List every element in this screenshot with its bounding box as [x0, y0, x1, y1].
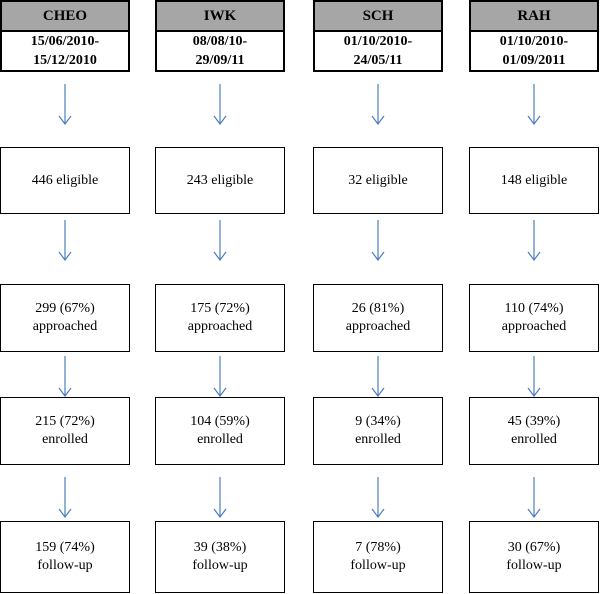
- followup-count: 7 (78%): [355, 540, 401, 555]
- approached-box: 175 (72%) approached: [155, 284, 285, 352]
- followup-box: 30 (67%) follow-up: [469, 521, 599, 593]
- followup-label: follow-up: [192, 558, 248, 573]
- date-end: 24/05/11: [353, 53, 403, 68]
- site-name-header: SCH: [313, 0, 443, 32]
- flow-arrow: [58, 477, 72, 518]
- approached-label: approached: [501, 319, 567, 334]
- flow-arrow: [527, 477, 541, 518]
- followup-label: follow-up: [506, 558, 562, 573]
- date-start: 08/08/10-: [192, 34, 248, 49]
- approached-label: approached: [32, 319, 98, 334]
- site-name: SCH: [362, 8, 394, 24]
- followup-count: 159 (74%): [35, 540, 95, 555]
- flow-arrow: [371, 220, 385, 261]
- approached-count: 175 (72%): [190, 301, 250, 316]
- approached-box: 110 (74%) approached: [469, 284, 599, 352]
- site-column-iwk: IWK 08/08/10- 29/09/11 243 eligible 175 …: [155, 0, 285, 594]
- eligible-count: 446 eligible: [31, 172, 99, 188]
- enrolled-count: 45 (39%): [507, 414, 561, 429]
- flow-arrow: [213, 477, 227, 518]
- enrolled-label: enrolled: [355, 432, 401, 447]
- approached-count: 299 (67%): [35, 301, 95, 316]
- site-name: CHEO: [42, 8, 88, 24]
- flow-arrow: [213, 356, 227, 397]
- enrolled-box: 9 (34%) enrolled: [313, 397, 443, 465]
- site-name-header: CHEO: [0, 0, 130, 32]
- date-end: 29/09/11: [195, 53, 245, 68]
- site-name-header: IWK: [155, 0, 285, 32]
- flow-arrow: [371, 356, 385, 397]
- followup-box: 39 (38%) follow-up: [155, 521, 285, 593]
- followup-label: follow-up: [37, 558, 93, 573]
- site-column-cheo: CHEO 15/06/2010- 15/12/2010 446 eligible…: [0, 0, 130, 594]
- approached-count: 26 (81%): [351, 301, 405, 316]
- date-range-box: 08/08/10- 29/09/11: [155, 30, 285, 72]
- followup-box: 7 (78%) follow-up: [313, 521, 443, 593]
- followup-count: 39 (38%): [193, 540, 247, 555]
- enrolled-count: 215 (72%): [35, 414, 95, 429]
- flow-arrow: [58, 220, 72, 261]
- enrolled-box: 215 (72%) enrolled: [0, 397, 130, 465]
- followup-count: 30 (67%): [507, 540, 561, 555]
- flow-arrow: [527, 84, 541, 125]
- date-end: 15/12/2010: [33, 53, 97, 68]
- eligible-count: 32 eligible: [348, 172, 408, 188]
- flow-arrow: [371, 477, 385, 518]
- date-range-box: 01/10/2010- 24/05/11: [313, 30, 443, 72]
- site-name: RAH: [517, 8, 551, 24]
- flow-arrow: [371, 84, 385, 125]
- date-start: 15/06/2010-: [30, 34, 100, 49]
- site-name-header: RAH: [469, 0, 599, 32]
- approached-label: approached: [187, 319, 253, 334]
- date-range-box: 01/10/2010- 01/09/2011: [469, 30, 599, 72]
- site-column-rah: RAH 01/10/2010- 01/09/2011 148 eligible …: [469, 0, 599, 594]
- flow-arrow: [527, 220, 541, 261]
- approached-count: 110 (74%): [504, 301, 564, 316]
- flow-arrow: [213, 84, 227, 125]
- eligible-box: 32 eligible: [313, 147, 443, 214]
- flow-arrow: [58, 84, 72, 125]
- flow-arrow: [527, 356, 541, 397]
- eligible-count: 243 eligible: [186, 172, 254, 188]
- enrolled-label: enrolled: [42, 432, 88, 447]
- date-start: 01/10/2010-: [499, 34, 569, 49]
- eligible-box: 446 eligible: [0, 147, 130, 214]
- approached-box: 299 (67%) approached: [0, 284, 130, 352]
- eligible-box: 243 eligible: [155, 147, 285, 214]
- eligible-box: 148 eligible: [469, 147, 599, 214]
- followup-box: 159 (74%) follow-up: [0, 521, 130, 593]
- enrolled-count: 9 (34%): [355, 414, 401, 429]
- date-start: 01/10/2010-: [343, 34, 413, 49]
- enrolled-box: 104 (59%) enrolled: [155, 397, 285, 465]
- site-name: IWK: [203, 8, 237, 24]
- enrolled-count: 104 (59%): [190, 414, 250, 429]
- site-column-sch: SCH 01/10/2010- 24/05/11 32 eligible 26 …: [313, 0, 443, 594]
- flow-arrow: [213, 220, 227, 261]
- date-range-box: 15/06/2010- 15/12/2010: [0, 30, 130, 72]
- approached-box: 26 (81%) approached: [313, 284, 443, 352]
- enrolled-box: 45 (39%) enrolled: [469, 397, 599, 465]
- enrolled-label: enrolled: [197, 432, 243, 447]
- flow-arrow: [58, 356, 72, 397]
- approached-label: approached: [345, 319, 411, 334]
- date-end: 01/09/2011: [502, 53, 566, 68]
- eligible-count: 148 eligible: [500, 172, 568, 188]
- followup-label: follow-up: [350, 558, 406, 573]
- enrolled-label: enrolled: [511, 432, 557, 447]
